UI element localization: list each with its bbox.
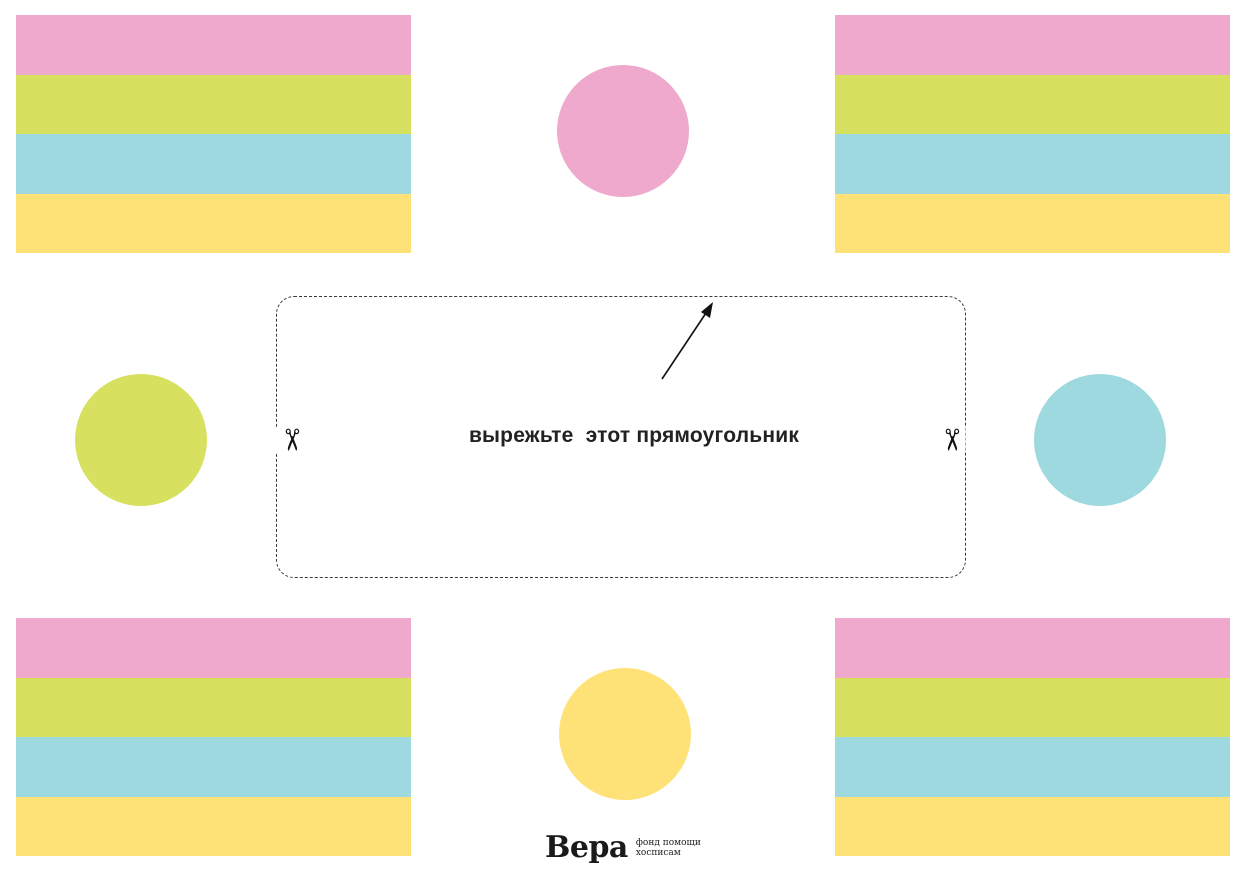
stripe-blue	[16, 737, 411, 797]
circle-yellow	[559, 668, 691, 800]
flag-bottom-left	[16, 618, 411, 856]
stripe-blue	[835, 134, 1230, 194]
circle-pink	[557, 65, 689, 197]
circle-green	[75, 374, 207, 506]
logo-tagline-line1: фонд помощи	[635, 837, 701, 848]
flag-top-left	[16, 15, 411, 253]
stripe-green	[835, 677, 1230, 737]
logo-word: Вера	[545, 830, 628, 865]
stripe-green	[16, 74, 411, 134]
stripe-pink	[16, 15, 411, 75]
flag-top-right	[835, 15, 1230, 253]
stripe-pink	[835, 618, 1230, 678]
stripe-blue	[835, 737, 1230, 797]
flag-bottom-right	[835, 618, 1230, 856]
stripe-green	[16, 677, 411, 737]
logo-tagline-line2: хосписам	[635, 847, 681, 858]
arrow-up-right-icon	[661, 302, 713, 380]
logo-tagline: фонд помощи хосписам	[636, 838, 701, 858]
stripe-pink	[835, 15, 1230, 75]
stripe-yellow	[16, 796, 411, 856]
scissors-icon: ✂	[274, 427, 308, 453]
scissors-icon: ✂	[934, 427, 968, 453]
circle-blue	[1034, 374, 1166, 506]
stripe-yellow	[835, 796, 1230, 856]
logo: Вера фонд помощи хосписам	[545, 830, 701, 865]
stripe-pink	[16, 618, 411, 678]
cut-instruction: вырежьте этот прямоугольник	[468, 424, 800, 447]
stripe-yellow	[835, 193, 1230, 253]
stripe-blue	[16, 134, 411, 194]
stripe-green	[835, 74, 1230, 134]
stripe-yellow	[16, 193, 411, 253]
